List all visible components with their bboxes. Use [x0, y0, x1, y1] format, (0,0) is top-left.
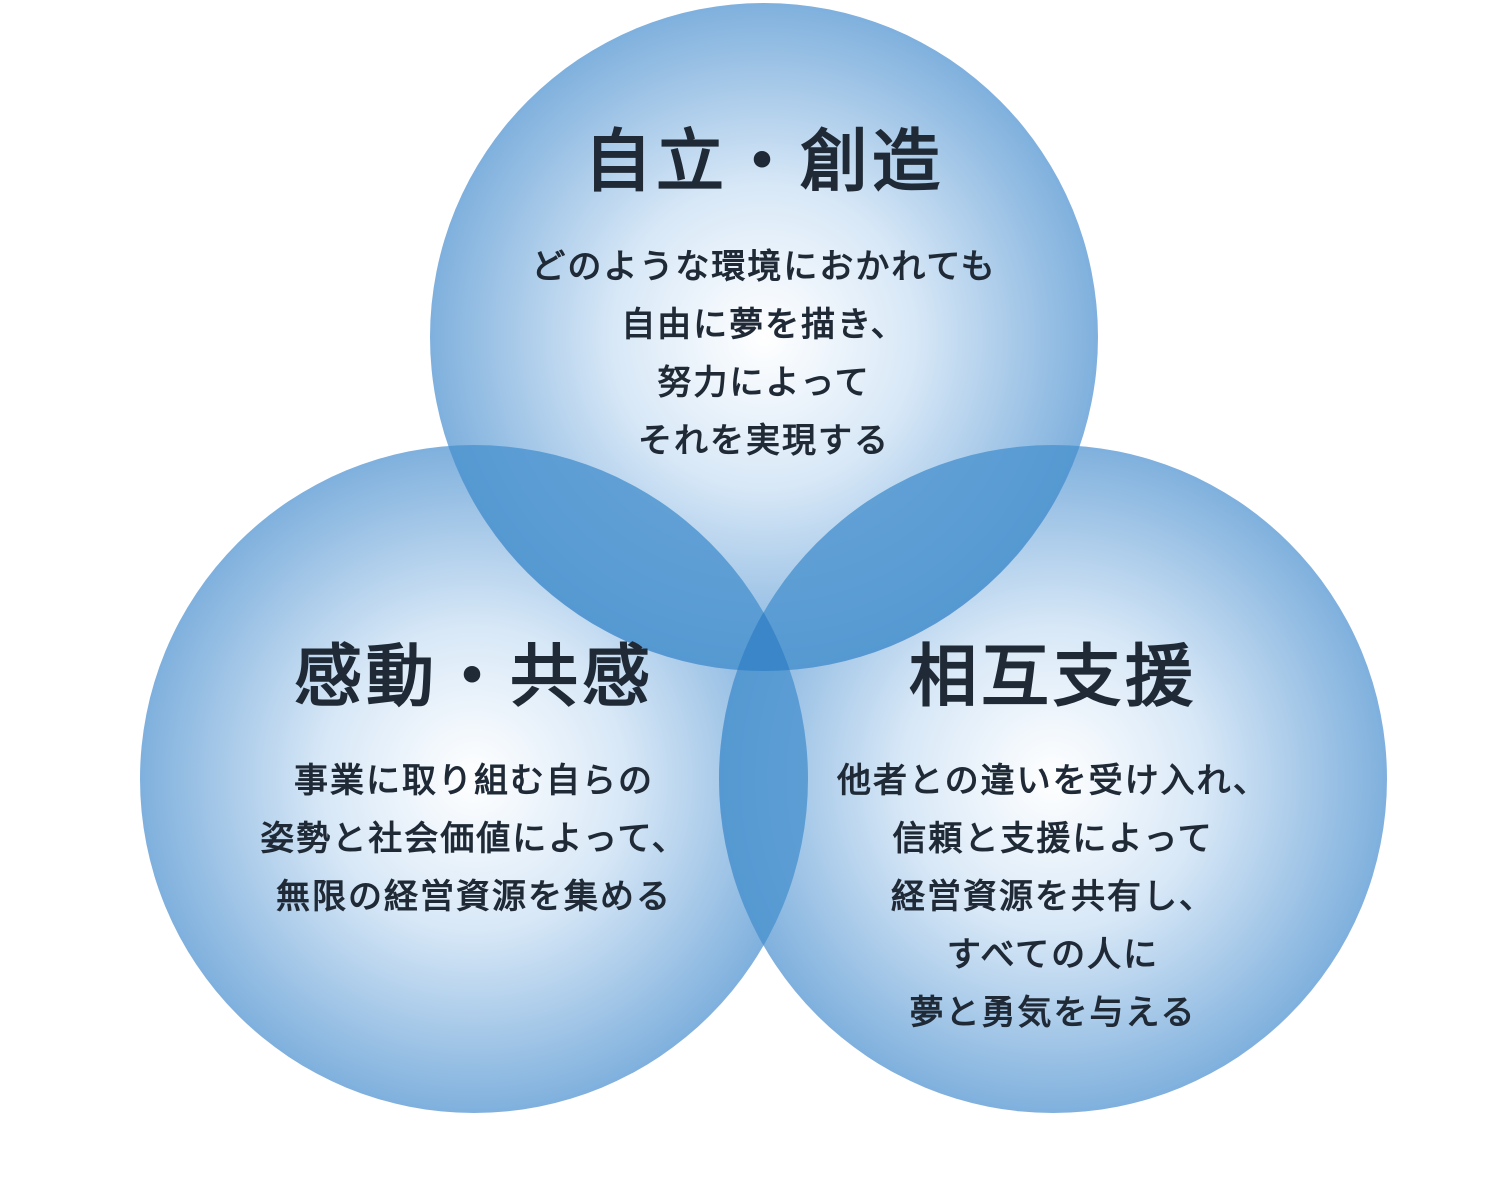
circle-right-description: 他者との違いを受け入れ、 信頼と支援によって 経営資源を共有し、 すべての人に … [719, 752, 1387, 1042]
overlap-top-right [719, 445, 1098, 671]
circle-right-line: 夢と勇気を与える [909, 993, 1197, 1033]
circle-left-label: 感動・共感 [140, 643, 808, 711]
circle-left-title: 感動・共感 [293, 637, 654, 717]
circle-top-line: 努力によって [657, 363, 871, 403]
circle-right-line: すべての人に [946, 935, 1160, 975]
circle-left-description: 事業に取り組む自らの 姿勢と社会価値によって、 無限の経営資源を集める [140, 752, 808, 926]
circle-top-description: どのような環境におかれても 自由に夢を描き、 努力によって それを実現する [430, 238, 1098, 470]
circle-left-line: 事業に取り組む自らの [294, 761, 654, 801]
circle-right-line: 信頼と支援によって [892, 819, 1214, 859]
circle-top-label: 自立・創造 [430, 128, 1098, 196]
circle-left-line: 無限の経営資源を集める [276, 877, 672, 917]
overlap-top-left [430, 445, 808, 671]
circle-left-line: 姿勢と社会価値によって、 [260, 819, 688, 859]
circle-right-label: 相互支援 [719, 643, 1387, 711]
circle-top-line: どのような環境におかれても [531, 247, 997, 287]
circle-right-line: 経営資源を共有し、 [891, 877, 1215, 917]
circle-top-title: 自立・創造 [583, 122, 944, 202]
circle-right-line: 他者との違いを受け入れ、 [837, 761, 1269, 801]
circle-top-line: それを実現する [638, 421, 890, 461]
circle-top-line: 自由に夢を描き、 [621, 305, 907, 345]
circle-right-title: 相互支援 [908, 637, 1197, 717]
